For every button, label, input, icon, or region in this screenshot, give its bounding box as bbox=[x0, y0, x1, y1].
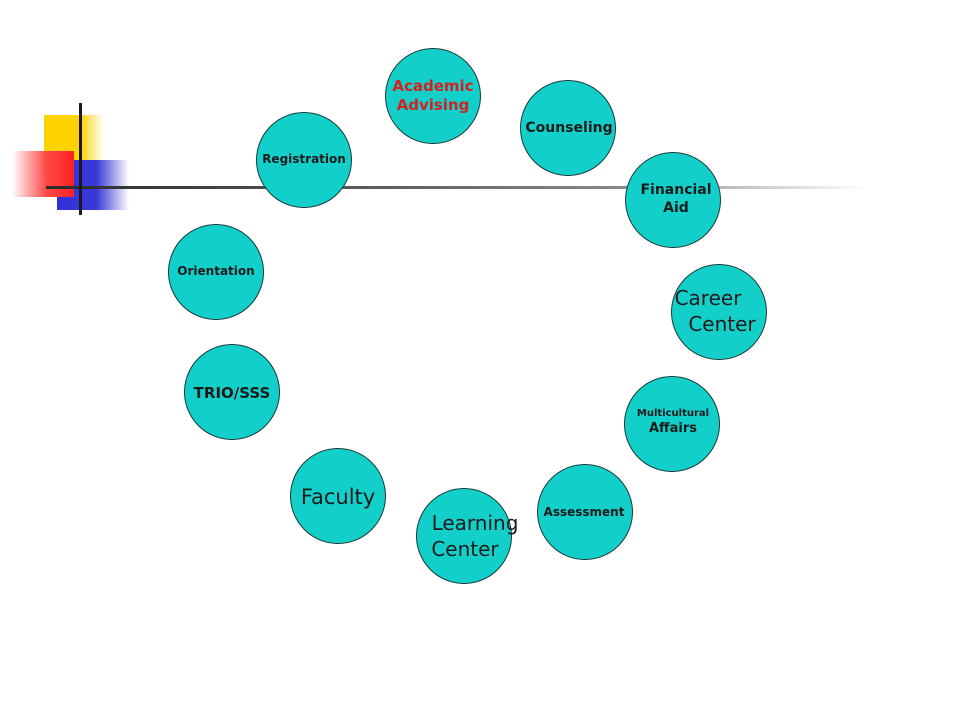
node-career-center-line1: Career bbox=[674, 286, 742, 310]
node-multicultural-affairs-label: Multicultural Affairs bbox=[618, 408, 728, 437]
node-faculty-line1: Faculty bbox=[300, 485, 376, 509]
node-learning-center bbox=[416, 488, 512, 584]
node-trio-sss-line1: TRIO/SSS bbox=[193, 384, 271, 402]
node-registration-line1: Registration bbox=[262, 152, 346, 166]
node-assessment-line1: Assessment bbox=[543, 505, 625, 519]
decor-horizontal-rule bbox=[46, 186, 866, 189]
node-financial-aid-line1: Financial bbox=[640, 182, 712, 198]
node-learning-center-line2: Center bbox=[431, 537, 499, 561]
node-career-center-line2: Center bbox=[688, 312, 756, 336]
node-registration-label: Registration bbox=[246, 152, 362, 167]
node-counseling-line1: Counseling bbox=[525, 120, 613, 136]
decor-vertical-rule bbox=[79, 103, 82, 215]
node-orientation-label: Orientation bbox=[160, 264, 272, 279]
node-financial-aid-line2: Aid bbox=[663, 199, 689, 216]
node-counseling-label: Counseling bbox=[508, 120, 630, 138]
node-career-center-label: Career Center bbox=[662, 285, 772, 337]
node-academic-advising-line2: Advising bbox=[396, 95, 470, 114]
node-academic-advising-line1: Academic bbox=[392, 77, 474, 95]
node-multicultural-affairs-line2: Affairs bbox=[649, 420, 697, 436]
node-multicultural-affairs-line1: Multicultural bbox=[636, 408, 710, 419]
node-assessment bbox=[537, 464, 633, 560]
node-faculty bbox=[290, 448, 386, 544]
node-orientation-line1: Orientation bbox=[177, 264, 255, 278]
node-learning-center-line1: Learning bbox=[431, 511, 519, 535]
node-assessment-label: Assessment bbox=[530, 505, 638, 520]
node-academic-advising bbox=[385, 48, 481, 144]
node-career-center bbox=[671, 264, 767, 360]
node-learning-center-label: Learning Center bbox=[410, 510, 528, 562]
node-registration bbox=[256, 112, 352, 208]
node-financial-aid bbox=[625, 152, 721, 248]
node-multicultural-affairs bbox=[624, 376, 720, 472]
node-trio-sss-label: TRIO/SSS bbox=[176, 384, 288, 403]
node-academic-advising-label: Academic Advising bbox=[385, 77, 481, 115]
decor-red-block bbox=[12, 151, 74, 197]
node-counseling bbox=[520, 80, 616, 176]
node-faculty-label: Faculty bbox=[282, 484, 394, 510]
node-financial-aid-label: Financial Aid bbox=[628, 182, 724, 217]
node-orientation bbox=[168, 224, 264, 320]
node-trio-sss bbox=[184, 344, 280, 440]
